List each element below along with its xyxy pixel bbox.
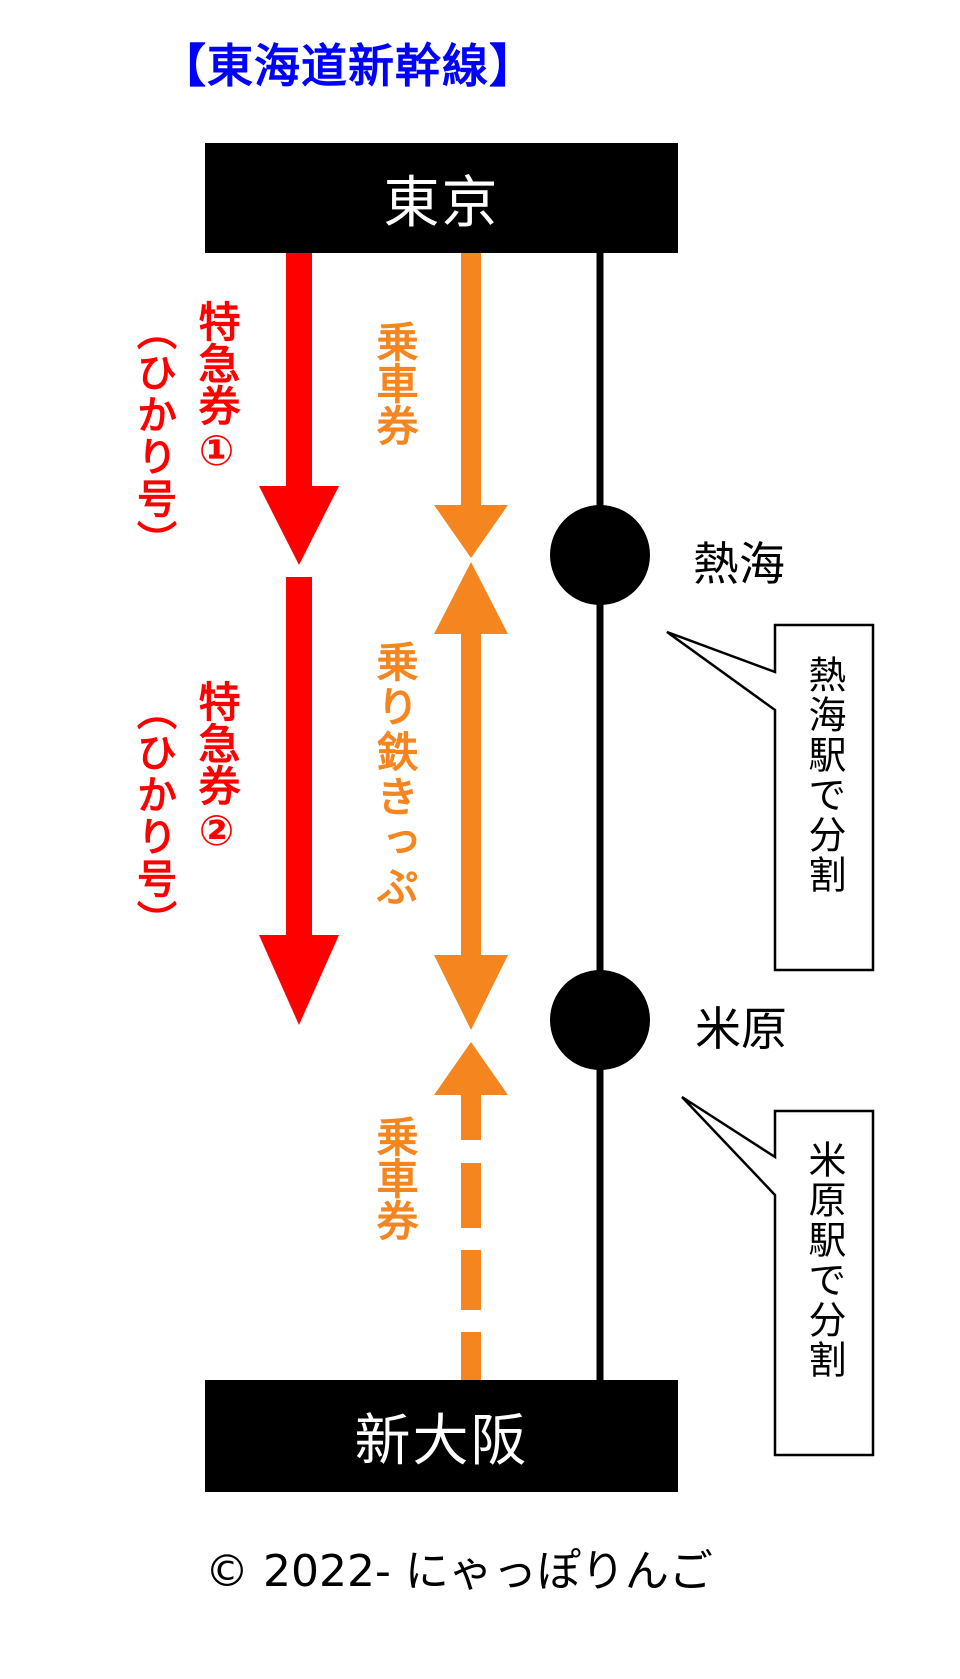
station-box-tokyo: 東京 xyxy=(205,143,678,253)
page-title: 【東海道新幹線】 xyxy=(160,39,536,93)
ticket-label-express-1: 特急券① xyxy=(192,300,241,475)
station-label-atami: 熱海 xyxy=(693,537,785,591)
red-arrow-2 xyxy=(259,577,339,1025)
ticket-label-train-1: （ひかり号） xyxy=(130,310,176,562)
callout-atami xyxy=(666,623,875,972)
station-dot-atami xyxy=(550,505,650,605)
ticket-label-train-2: （ひかり号） xyxy=(130,690,176,942)
note-split-maibara: 米原駅で分割 xyxy=(802,1140,846,1380)
ticket-label-express-2: 特急券② xyxy=(192,680,241,855)
ticket-label-pass: 乗り鉄きっぷ xyxy=(370,640,419,910)
red-arrow-1 xyxy=(259,253,339,565)
callout-maibara xyxy=(681,1095,875,1457)
ticket-label-fare-upper: 乗車券 xyxy=(370,320,419,446)
orange-double-arrow xyxy=(434,562,508,1030)
orange-arrow-lower xyxy=(434,1042,508,1380)
station-dot-maibara xyxy=(550,970,650,1070)
orange-arrow-upper xyxy=(434,253,508,558)
station-name-tokyo: 東京 xyxy=(383,170,500,236)
station-name-shin-osaka: 新大阪 xyxy=(354,1408,529,1474)
copyright-notice: © 2022- にゃっぽりんご xyxy=(205,1546,713,1597)
note-split-atami: 熱海駅で分割 xyxy=(802,655,846,895)
station-label-maibara: 米原 xyxy=(695,1002,787,1056)
ticket-label-fare-lower: 乗車券 xyxy=(370,1115,419,1241)
station-box-shin-osaka: 新大阪 xyxy=(205,1380,678,1492)
